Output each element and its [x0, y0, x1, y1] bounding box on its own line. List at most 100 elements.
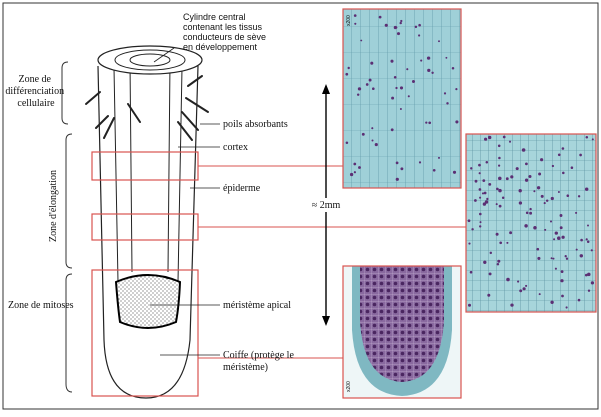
cell-nucleus — [561, 294, 564, 298]
cell-nucleus — [393, 75, 397, 79]
cell-nucleus — [590, 281, 595, 285]
cell-nucleus — [551, 164, 555, 168]
cell-nucleus — [358, 166, 361, 169]
cell-nucleus — [533, 190, 536, 193]
zone-diff-line-1: Zone de — [19, 74, 52, 85]
cell-nucleus — [426, 56, 431, 60]
cell-nucleus — [536, 186, 541, 190]
cell-nucleus — [487, 293, 491, 297]
cell-nucleus — [529, 211, 533, 215]
cell-nucleus — [485, 161, 489, 164]
cell-nucleus — [446, 102, 449, 105]
cell-nucleus — [510, 175, 514, 179]
cell-nucleus — [554, 267, 557, 270]
cell-nucleus — [506, 241, 509, 244]
micrograph-root-tip: x200 — [342, 265, 462, 399]
scale-label-background — [306, 198, 346, 212]
cell-nucleus — [587, 272, 591, 277]
zone-differentiation-label: Zone de différenciation cellulaire — [5, 74, 66, 109]
cell-nucleus — [400, 167, 404, 171]
cell-nucleus — [536, 247, 540, 251]
cell-nucleus — [445, 56, 448, 59]
cell-nucleus — [418, 23, 421, 27]
cell-nucleus — [591, 138, 594, 141]
cell-nucleus — [370, 61, 374, 65]
cell-nucleus — [483, 191, 487, 195]
cell-nucleus — [483, 260, 487, 264]
central-cylinder-line-4: en développement — [183, 42, 258, 52]
central-cylinder-walls — [129, 61, 171, 273]
figure-border — [2, 2, 599, 410]
micrograph-top-tissue — [343, 9, 461, 188]
cell-nucleus — [353, 162, 357, 166]
cell-nucleus — [470, 167, 473, 170]
cell-nucleus — [393, 25, 398, 30]
cell-nucleus — [384, 23, 388, 27]
zone-elongation-label: Zone d'élongation — [48, 170, 59, 242]
micrograph-tip-magnification: x200 — [346, 381, 352, 392]
cell-nucleus — [585, 238, 588, 241]
cell-nucleus — [495, 203, 498, 206]
micrograph-mid-nuclei — [467, 135, 595, 309]
cell-nucleus — [564, 255, 567, 258]
cell-nucleus — [400, 19, 403, 23]
cell-nucleus — [479, 221, 482, 224]
cell-nucleus — [468, 303, 471, 307]
cell-nucleus — [478, 188, 482, 191]
cell-nucleus — [368, 78, 372, 82]
cell-nucleus — [579, 153, 582, 157]
cell-nucleus — [395, 177, 399, 181]
connector-lines — [198, 165, 466, 359]
cell-nucleus — [488, 272, 492, 276]
cell-nucleus — [455, 88, 458, 91]
micrograph-mid-frame — [465, 133, 597, 313]
cell-nucleus — [565, 257, 569, 260]
cell-nucleus — [585, 136, 589, 139]
root-top-mid — [114, 49, 186, 71]
cell-nucleus — [502, 135, 506, 139]
cell-nucleus — [579, 254, 584, 258]
cell-nucleus — [357, 87, 362, 91]
cell-nucleus — [443, 92, 447, 95]
cell-nucleus — [506, 277, 510, 282]
root-drawing — [85, 45, 209, 399]
cell-nucleus — [499, 241, 503, 245]
root-hair — [187, 75, 203, 87]
cell-nucleus — [455, 120, 459, 124]
micrograph-top-frame — [342, 8, 462, 189]
cell-nucleus — [528, 174, 532, 179]
cell-nucleus — [538, 172, 542, 176]
cell-nucleus — [481, 192, 485, 195]
micrograph-differentiation: x200 — [342, 8, 462, 189]
cell-nucleus — [518, 201, 523, 205]
root-hairs — [85, 75, 209, 141]
cell-nucleus — [552, 257, 555, 260]
cell-nucleus — [570, 166, 574, 169]
cell-nucleus — [524, 224, 528, 228]
root-cap-line-1: Coiffe (protège le — [223, 350, 294, 361]
cell-nucleus — [497, 259, 501, 263]
cell-nucleus — [482, 179, 486, 182]
leader-lines — [150, 47, 220, 356]
cell-nucleus — [467, 219, 471, 223]
cell-nucleus — [560, 279, 564, 283]
cell-nucleus — [407, 95, 410, 98]
cell-nucleus — [498, 164, 501, 167]
cell-nucleus — [518, 189, 522, 193]
cell-nucleus — [529, 207, 532, 211]
scale-arrow-head-up — [322, 84, 330, 94]
central-cylinder-line-2: contenant les tissus — [183, 22, 263, 32]
cell-nucleus — [356, 93, 360, 96]
cell-nucleus — [519, 289, 523, 293]
micrograph-top-nuclei — [345, 14, 459, 181]
root-hair — [103, 117, 115, 139]
root-hair — [177, 121, 193, 141]
cell-nucleus — [540, 158, 544, 162]
cell-nucleus — [538, 293, 541, 296]
root-hairs-label: poils absorbants — [223, 119, 288, 130]
cell-nucleus — [557, 236, 561, 240]
cell-nucleus — [505, 177, 509, 181]
cell-nucleus — [560, 270, 564, 273]
micrograph-mid-tissue — [466, 134, 596, 312]
zone-brackets — [61, 61, 73, 393]
